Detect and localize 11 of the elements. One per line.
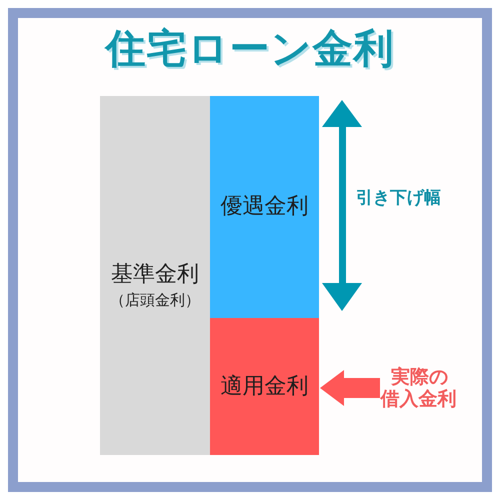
- rate-bar-segment: [210, 96, 319, 318]
- rate-bar: [100, 96, 210, 455]
- title: 住宅ローン金利: [106, 26, 394, 72]
- bar-label: 基準金利: [111, 260, 199, 288]
- bar-label: 適用金利: [220, 372, 308, 400]
- arrow: [320, 370, 380, 406]
- bar-label: 優遇金利: [220, 193, 308, 221]
- bar-sublabel: （店頭金利）: [110, 290, 200, 310]
- callout-text: 実際の借入金利: [380, 366, 457, 410]
- rate-bar-segment: [210, 318, 319, 455]
- dimension-label: 引き下げ幅: [356, 187, 441, 209]
